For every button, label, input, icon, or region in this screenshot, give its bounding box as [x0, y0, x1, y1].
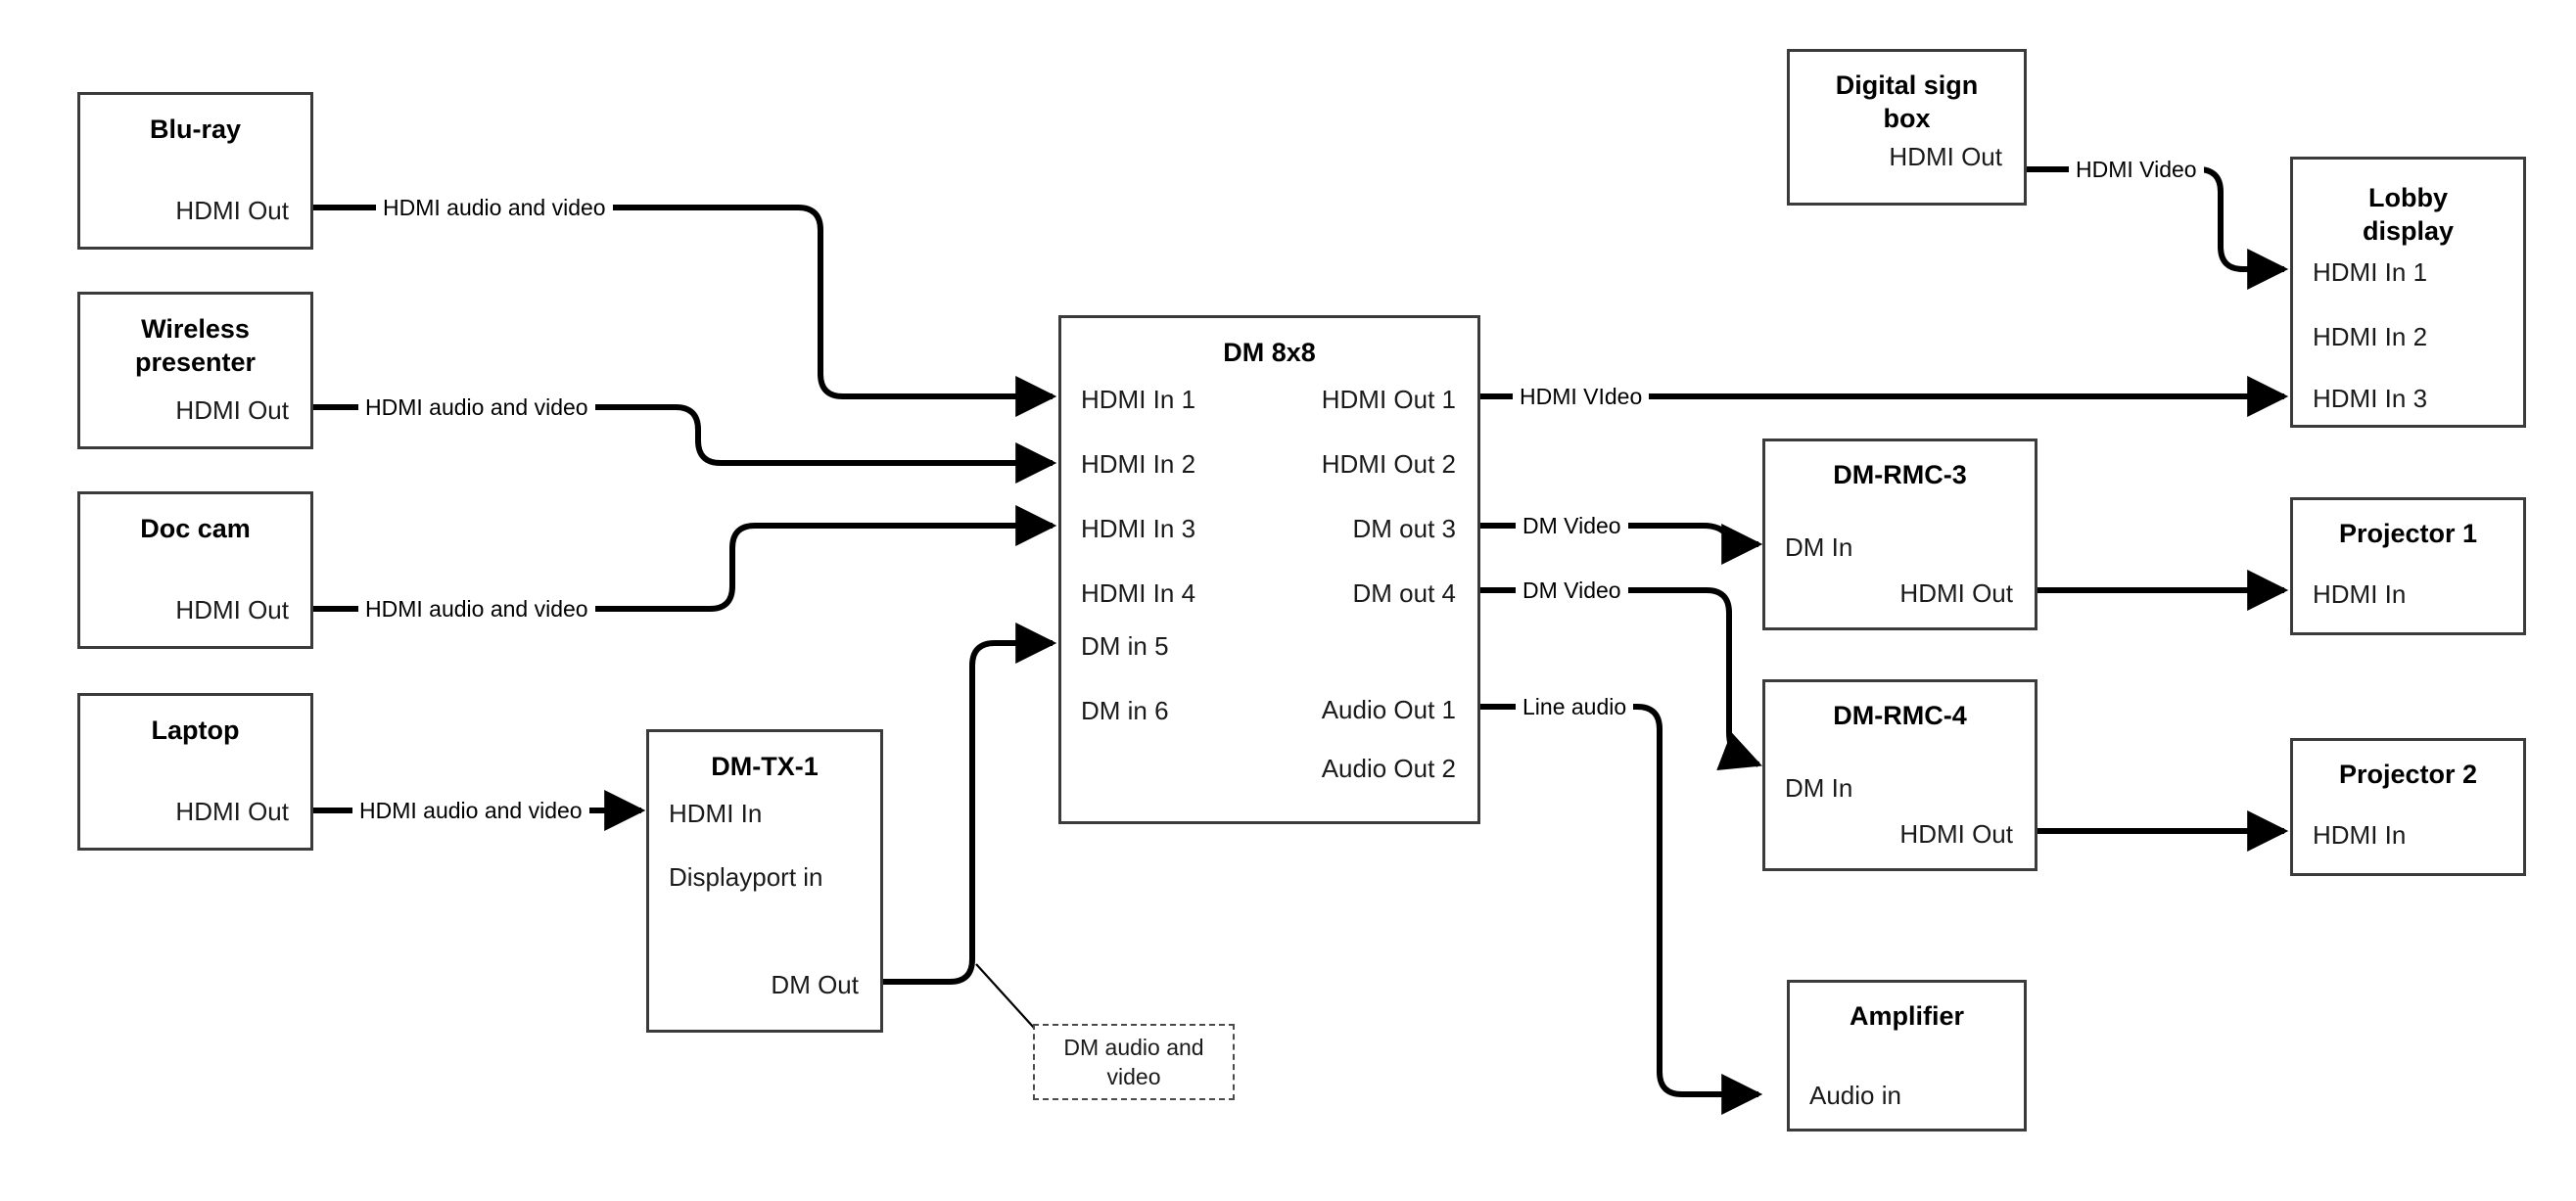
port-laptop-hdmi-out[interactable]: HDMI Out: [175, 797, 289, 826]
port-dm-tx-1-hdmi-in[interactable]: HDMI In: [669, 799, 763, 828]
port-dm8x8-hdmi-out-1[interactable]: HDMI Out 1: [1321, 385, 1456, 414]
port-dm-rmc-4-hdmi-out[interactable]: HDMI Out: [1899, 819, 2013, 849]
port-lobby-display-hdmi-in-3[interactable]: HDMI In 3: [2313, 384, 2428, 413]
port-wireless-presenter-hdmi-out[interactable]: HDMI Out: [175, 395, 289, 425]
node-dm-rmc-3[interactable]: DM-RMC-3 DM In HDMI Out: [1762, 439, 2037, 630]
node-blu-ray[interactable]: Blu-ray HDMI Out: [77, 92, 313, 250]
wire-blu-ray-to-dm8x8-in1: [313, 205, 1057, 417]
callout-dm-audio-and-video: DM audio and video: [1033, 1024, 1235, 1100]
node-title-digital-sign-box: Digital sign box: [1835, 70, 1979, 133]
wire-label-hdmi-video-sign: HDMI Video: [2069, 157, 2204, 182]
node-title-blu-ray: Blu-ray: [149, 115, 242, 144]
port-blu-ray-hdmi-out[interactable]: HDMI Out: [175, 196, 289, 225]
port-dm8x8-hdmi-in-1[interactable]: HDMI In 1: [1081, 385, 1196, 414]
node-projector-1[interactable]: Projector 1 HDMI In: [2290, 497, 2526, 635]
port-dm8x8-hdmi-in-3[interactable]: HDMI In 3: [1081, 514, 1196, 543]
wire-dm8x8-dmout3-to-rmc3: [1480, 523, 1763, 565]
port-dm-rmc-4-dm-in[interactable]: DM In: [1785, 773, 1853, 803]
wire-label-wireless-presenter: HDMI audio and video: [358, 394, 595, 420]
node-projector-2[interactable]: Projector 2 HDMI In: [2290, 738, 2526, 876]
port-dm8x8-hdmi-out-2[interactable]: HDMI Out 2: [1321, 449, 1456, 479]
node-title-projector-1: Projector 1: [2338, 519, 2478, 548]
port-lobby-display-hdmi-in-1[interactable]: HDMI In 1: [2313, 257, 2428, 287]
port-projector-1-hdmi-in[interactable]: HDMI In: [2313, 579, 2407, 609]
wire-digital-sign-to-lobby-in1: [2027, 166, 2289, 290]
wire-label-hdmi-video-lobby: HDMI VIdeo: [1513, 384, 1650, 409]
node-title-laptop: Laptop: [151, 716, 240, 745]
node-digital-sign-box[interactable]: Digital sign box HDMI Out: [1787, 49, 2027, 206]
wire-wireless-presenter-to-dm8x8-in2: [313, 404, 1057, 484]
node-lobby-display[interactable]: Lobby display HDMI In 1 HDMI In 2 HDMI I…: [2290, 157, 2526, 428]
wire-dm8x8-dmout4-to-rmc4: [1480, 587, 1762, 771]
port-dm-rmc-3-hdmi-out[interactable]: HDMI Out: [1899, 578, 2013, 608]
node-doc-cam[interactable]: Doc cam HDMI Out: [77, 491, 313, 649]
wire-dm-tx-1-to-dm8x8-dmin5: [883, 623, 1057, 985]
node-dm-8x8[interactable]: DM 8x8 HDMI In 1 HDMI In 2 HDMI In 3 HDM…: [1058, 315, 1480, 824]
port-lobby-display-hdmi-in-2[interactable]: HDMI In 2: [2313, 322, 2428, 351]
node-title-projector-2: Projector 2: [2338, 760, 2478, 789]
node-title-lobby-display: Lobby display: [2362, 183, 2455, 246]
node-dm-tx-1[interactable]: DM-TX-1 HDMI In Displayport in DM Out: [646, 729, 883, 1033]
node-title-dm-rmc-4: DM-RMC-4: [1833, 701, 1967, 730]
wire-label-dm-video-3: DM Video: [1516, 513, 1628, 538]
wire-label-line-audio: Line audio: [1516, 694, 1634, 719]
port-doc-cam-hdmi-out[interactable]: HDMI Out: [175, 595, 289, 624]
wire-label-dm-video-4: DM Video: [1516, 577, 1628, 603]
port-dm8x8-dm-in-5[interactable]: DM in 5: [1081, 631, 1169, 661]
node-title-dm-rmc-3: DM-RMC-3: [1833, 460, 1967, 489]
port-dm8x8-audio-out-2[interactable]: Audio Out 2: [1321, 754, 1456, 783]
wire-dm8x8-audioout1-to-amplifier: [1480, 704, 1763, 1115]
port-dm8x8-dm-in-6[interactable]: DM in 6: [1081, 696, 1169, 725]
node-title-wireless-presenter: Wireless presenter: [134, 314, 257, 377]
node-wireless-presenter[interactable]: Wireless presenter HDMI Out: [77, 292, 313, 449]
port-amplifier-audio-in[interactable]: Audio in: [1809, 1081, 1901, 1110]
port-dm-tx-1-displayport-in[interactable]: Displayport in: [669, 862, 823, 892]
port-digital-sign-box-hdmi-out[interactable]: HDMI Out: [1889, 142, 2002, 171]
node-title-doc-cam: Doc cam: [140, 514, 251, 543]
wire-label-laptop: HDMI audio and video: [352, 798, 589, 823]
wire-label-doc-cam: HDMI audio and video: [358, 596, 595, 622]
node-dm-rmc-4[interactable]: DM-RMC-4 DM In HDMI Out: [1762, 679, 2037, 871]
node-title-amplifier: Amplifier: [1849, 1001, 1965, 1031]
node-laptop[interactable]: Laptop HDMI Out: [77, 693, 313, 851]
port-dm8x8-dm-out-4[interactable]: DM out 4: [1352, 578, 1457, 608]
port-projector-2-hdmi-in[interactable]: HDMI In: [2313, 820, 2407, 850]
port-dm-tx-1-dm-out[interactable]: DM Out: [771, 970, 859, 999]
callout-leader-line: [975, 963, 1035, 1029]
node-title-dm-8x8: DM 8x8: [1223, 338, 1316, 367]
port-dm-rmc-3-dm-in[interactable]: DM In: [1785, 532, 1853, 562]
port-dm8x8-dm-out-3[interactable]: DM out 3: [1352, 514, 1457, 543]
port-dm8x8-hdmi-in-4[interactable]: HDMI In 4: [1081, 578, 1196, 608]
wire-doc-cam-to-dm8x8-in3: [313, 505, 1057, 612]
wire-label-blu-ray: HDMI audio and video: [376, 195, 613, 220]
node-amplifier[interactable]: Amplifier Audio in: [1787, 980, 2027, 1132]
node-title-dm-tx-1: DM-TX-1: [711, 752, 819, 781]
port-dm8x8-hdmi-in-2[interactable]: HDMI In 2: [1081, 449, 1196, 479]
port-dm8x8-audio-out-1[interactable]: Audio Out 1: [1321, 695, 1456, 724]
